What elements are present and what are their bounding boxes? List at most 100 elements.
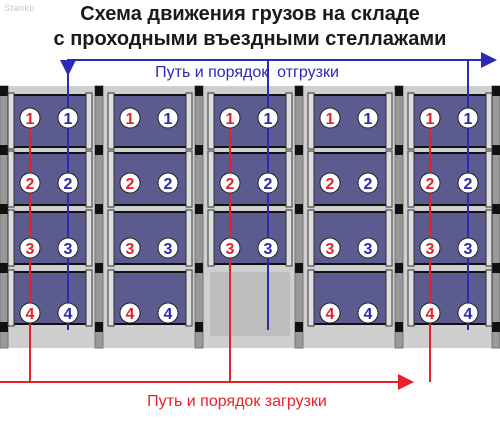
level-badge: 1 bbox=[257, 107, 279, 129]
level-badge-number: 2 bbox=[126, 176, 135, 193]
level-badge-number: 1 bbox=[226, 111, 235, 128]
level-badge-circle bbox=[219, 107, 241, 129]
level-badge-number: 3 bbox=[164, 241, 173, 258]
level-badge: 2 bbox=[119, 172, 141, 194]
level-badge-circle bbox=[457, 107, 479, 129]
post-clamp bbox=[95, 145, 103, 155]
level-badge: 3 bbox=[319, 237, 341, 259]
diagram-title-line-1: Схема движения грузов на складе bbox=[80, 3, 420, 25]
level-badge-circle bbox=[319, 302, 341, 324]
rack-rail bbox=[85, 269, 93, 327]
level-badge: 4 bbox=[319, 302, 341, 324]
level-badge-number: 3 bbox=[64, 241, 73, 258]
level-badge-number: 2 bbox=[226, 176, 235, 193]
rack-rail bbox=[107, 269, 115, 327]
post-clamp bbox=[492, 86, 500, 96]
level-badge-number: 1 bbox=[164, 111, 173, 128]
level-badge: 4 bbox=[157, 302, 179, 324]
rack-rail bbox=[307, 150, 315, 208]
rack-rail bbox=[207, 92, 215, 150]
rack-cell bbox=[309, 211, 391, 265]
post-clamp bbox=[95, 86, 103, 96]
level-badge: 1 bbox=[457, 107, 479, 129]
level-badge-circle bbox=[319, 237, 341, 259]
level-badge-number: 4 bbox=[326, 306, 335, 323]
level-badge: 2 bbox=[319, 172, 341, 194]
level-badge-circle bbox=[57, 107, 79, 129]
level-badge: 2 bbox=[457, 172, 479, 194]
level-badge-number: 2 bbox=[326, 176, 335, 193]
post-clamp bbox=[95, 263, 103, 273]
level-badge-circle bbox=[19, 172, 41, 194]
level-badge-circle bbox=[457, 172, 479, 194]
level-badge: 1 bbox=[157, 107, 179, 129]
rack-rail bbox=[285, 209, 293, 267]
level-badge-circle bbox=[219, 172, 241, 194]
level-badge-circle bbox=[319, 107, 341, 129]
level-badge-circle bbox=[457, 302, 479, 324]
level-badge-number: 2 bbox=[264, 176, 273, 193]
rack-cell bbox=[409, 211, 491, 265]
rack-rail bbox=[407, 150, 415, 208]
rack-rail bbox=[385, 92, 393, 150]
level-badge-circle bbox=[419, 302, 441, 324]
level-badge-number: 2 bbox=[26, 176, 35, 193]
level-badge-circle bbox=[19, 237, 41, 259]
rack-rail bbox=[307, 92, 315, 150]
level-badge-circle bbox=[57, 172, 79, 194]
level-badge-number: 2 bbox=[164, 176, 173, 193]
level-badge-number: 3 bbox=[26, 241, 35, 258]
level-badge: 4 bbox=[357, 302, 379, 324]
level-badge-number: 1 bbox=[26, 111, 35, 128]
rack-rail bbox=[85, 150, 93, 208]
level-badge-circle bbox=[19, 302, 41, 324]
level-badge-number: 1 bbox=[426, 111, 435, 128]
level-badge-circle bbox=[457, 237, 479, 259]
level-badge: 4 bbox=[57, 302, 79, 324]
level-badge-circle bbox=[319, 172, 341, 194]
rack-rail bbox=[7, 209, 15, 267]
level-badge-number: 3 bbox=[264, 241, 273, 258]
post-clamp bbox=[0, 204, 8, 214]
level-badge-circle bbox=[419, 237, 441, 259]
level-badge-circle bbox=[419, 107, 441, 129]
level-badge-circle bbox=[57, 302, 79, 324]
loading-path-label: Путь и порядок загрузки bbox=[147, 393, 327, 410]
post-clamp bbox=[195, 86, 203, 96]
post-clamp bbox=[95, 322, 103, 332]
level-badge: 2 bbox=[57, 172, 79, 194]
level-badge-circle bbox=[357, 172, 379, 194]
empty-bay bbox=[210, 272, 290, 336]
level-badge-number: 4 bbox=[164, 306, 173, 323]
level-badge-number: 1 bbox=[264, 111, 273, 128]
rack-rail bbox=[385, 150, 393, 208]
level-badge-number: 3 bbox=[364, 241, 373, 258]
rack-rail bbox=[485, 92, 493, 150]
level-badge-number: 4 bbox=[364, 306, 373, 323]
rack-rail bbox=[307, 269, 315, 327]
level-badge-number: 1 bbox=[64, 111, 73, 128]
level-badge: 2 bbox=[19, 172, 41, 194]
level-badge-number: 4 bbox=[426, 306, 435, 323]
rack-rail bbox=[7, 269, 15, 327]
level-badge: 3 bbox=[419, 237, 441, 259]
level-badge-number: 3 bbox=[426, 241, 435, 258]
diagram-title-line-2: с проходными въездными стеллажами bbox=[53, 28, 447, 50]
level-badge: 1 bbox=[219, 107, 241, 129]
level-badge: 2 bbox=[419, 172, 441, 194]
rack-rail bbox=[85, 209, 93, 267]
level-badge: 2 bbox=[157, 172, 179, 194]
level-badge-circle bbox=[119, 107, 141, 129]
rack-rail bbox=[285, 92, 293, 150]
level-badge-number: 3 bbox=[226, 241, 235, 258]
rack-rail bbox=[485, 209, 493, 267]
post-clamp bbox=[0, 145, 8, 155]
level-badge: 1 bbox=[19, 107, 41, 129]
rack-rail bbox=[185, 209, 193, 267]
level-badge-circle bbox=[257, 172, 279, 194]
post-clamp bbox=[395, 204, 403, 214]
level-badge-number: 2 bbox=[426, 176, 435, 193]
level-badge: 2 bbox=[219, 172, 241, 194]
